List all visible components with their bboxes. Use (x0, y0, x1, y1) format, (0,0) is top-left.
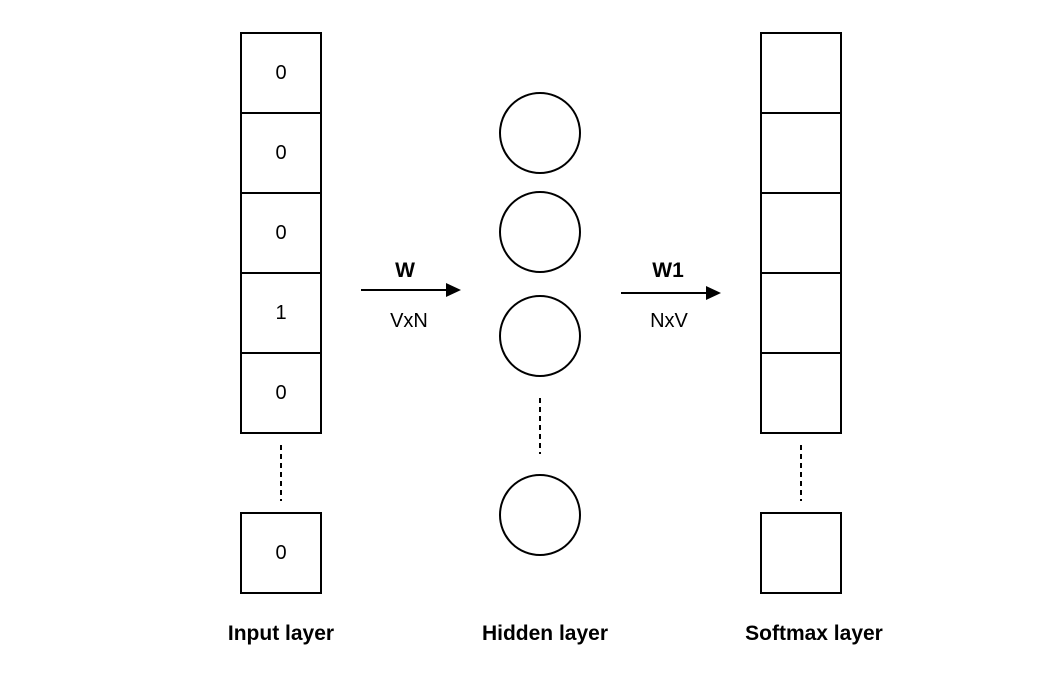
input-cell-2-value: 0 (275, 142, 286, 164)
softmax-cell-3 (760, 192, 842, 274)
hidden-to-output-connection: W1 NxV (621, 259, 721, 332)
weight-w-label: W (395, 259, 415, 282)
input-cell-2 (240, 112, 322, 194)
softmax-cell-1 (760, 32, 842, 114)
input-cell-last-value: 0 (275, 542, 286, 564)
hidden-to-output-arrowhead (706, 286, 721, 300)
input-cell-5-value: 0 (275, 382, 286, 404)
hidden-neuron-1 (499, 92, 581, 174)
softmax-cell-4 (760, 272, 842, 354)
input-layer: 0 0 0 1 0 0 Input layer (228, 32, 334, 645)
softmax-cell-5 (760, 352, 842, 434)
input-cell-1-value: 0 (275, 62, 286, 84)
input-cell-last (240, 512, 322, 594)
weight-w-dims-label: VxN (390, 310, 428, 332)
input-cell-1 (240, 32, 322, 114)
weight-w1-dims-label: NxV (650, 310, 688, 332)
input-cell-3-value: 0 (275, 222, 286, 244)
softmax-cell-2 (760, 112, 842, 194)
weight-w1-label: W1 (652, 259, 684, 282)
softmax-cell-last (760, 512, 842, 594)
hidden-layer-label: Hidden layer (482, 622, 608, 645)
input-cell-5 (240, 352, 322, 434)
hidden-neuron-2 (499, 191, 581, 273)
input-cell-4 (240, 272, 322, 354)
input-to-hidden-arrowhead (446, 283, 461, 297)
hidden-layer: Hidden layer (482, 92, 608, 645)
input-cell-4-value: 1 (275, 302, 286, 324)
hidden-neuron-last (499, 474, 581, 556)
softmax-layer: Softmax layer (745, 32, 883, 645)
input-to-hidden-connection: W VxN (361, 259, 461, 332)
softmax-layer-label: Softmax layer (745, 622, 883, 645)
input-layer-label: Input layer (228, 622, 334, 645)
hidden-neuron-3 (499, 295, 581, 377)
